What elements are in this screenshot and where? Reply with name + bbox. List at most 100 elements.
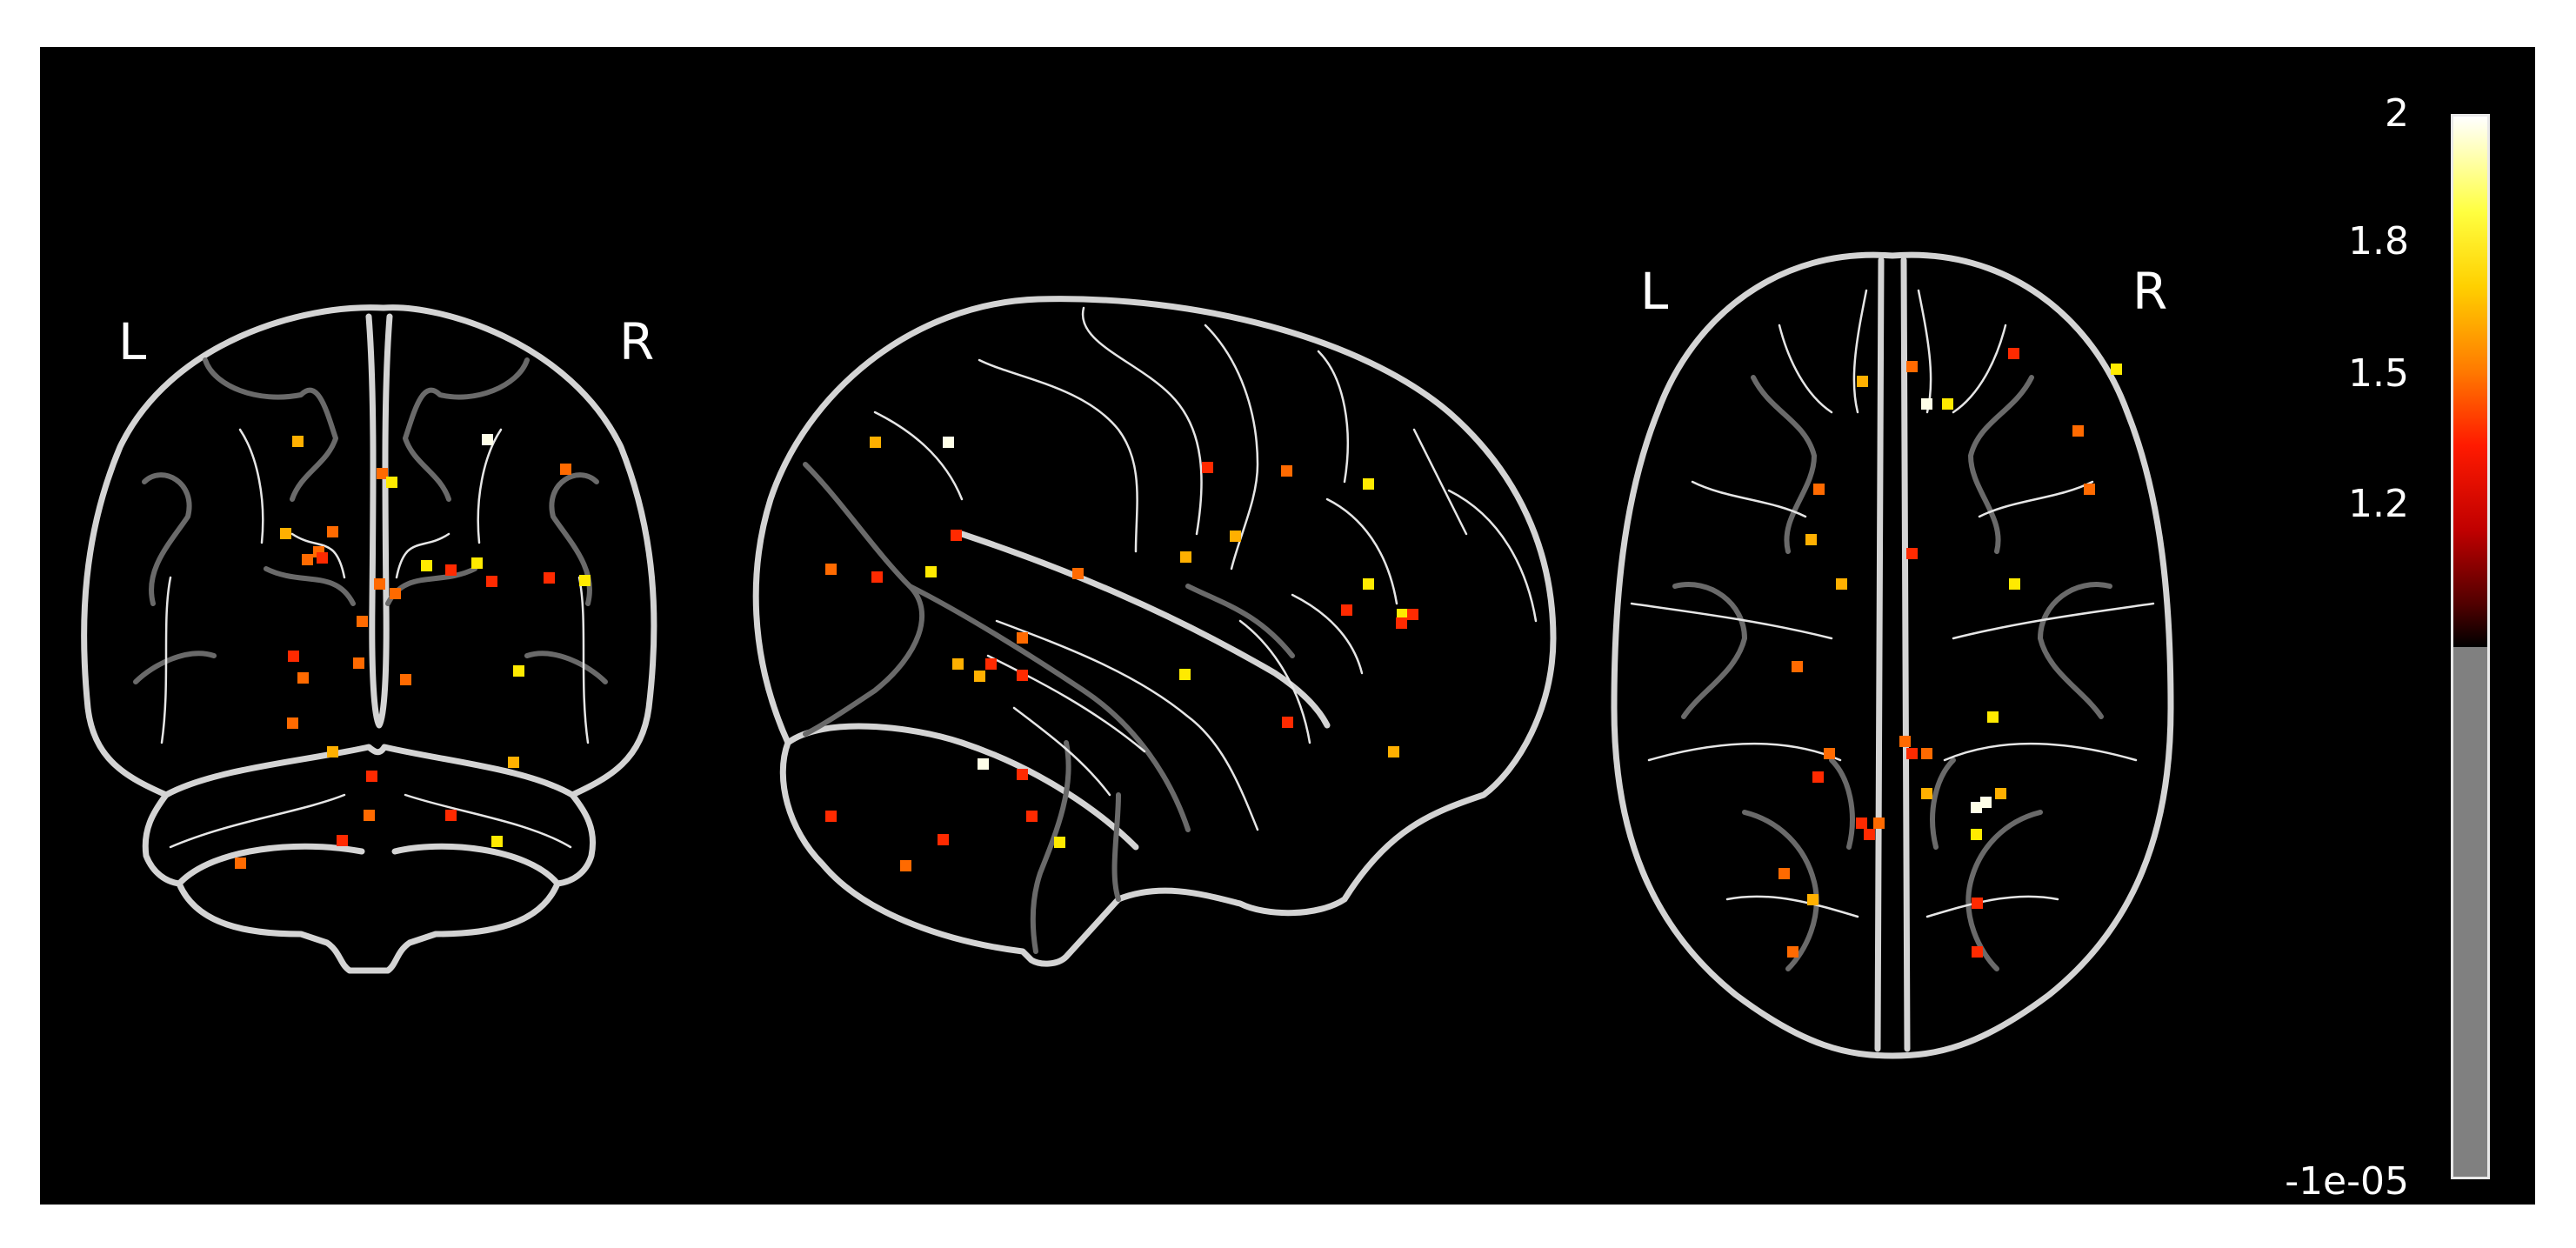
glass-brain-views: [81, 251, 2174, 1059]
activation-voxel: [421, 560, 432, 571]
activation-voxel: [2008, 348, 2019, 359]
activation-voxel: [1971, 802, 1982, 813]
activation-voxel: [1906, 361, 1918, 372]
activation-voxel: [1972, 946, 1983, 958]
activation-voxel: [445, 810, 457, 821]
colorbar-tick-1-2: 1.2: [2348, 482, 2409, 526]
activation-voxel: [1921, 788, 1932, 799]
activation-voxel: [1971, 829, 1982, 840]
activation-voxel: [491, 836, 503, 847]
colorbar: [2451, 114, 2490, 1179]
activation-voxel: [1787, 946, 1799, 958]
coronal-left-label: L: [118, 312, 147, 371]
activation-voxel: [337, 835, 348, 846]
axial-left-label: L: [1640, 262, 1669, 321]
activation-voxel: [985, 658, 997, 670]
coronal-view: [81, 304, 657, 974]
activation-voxel: [870, 437, 881, 448]
axial-view: [1611, 251, 2174, 1059]
activation-voxel: [1921, 398, 1932, 410]
activation-voxel: [825, 564, 837, 575]
activation-voxel: [288, 651, 299, 662]
activation-voxel: [374, 578, 385, 590]
activation-voxel: [1341, 604, 1352, 616]
activation-voxel: [364, 810, 375, 821]
activation-voxel: [1813, 484, 1825, 495]
activation-voxel: [1779, 868, 1790, 879]
colorbar-gradient: [2453, 117, 2487, 647]
glass-brain-figure: L R L R 2 1.8 1.5 1.2 -1e-05: [40, 47, 2535, 1205]
activation-voxel: [1836, 578, 1847, 590]
activation-voxel: [2009, 578, 2020, 590]
activation-voxel: [1906, 548, 1918, 559]
activation-voxel: [1407, 609, 1418, 620]
activation-voxel: [297, 672, 309, 684]
activation-voxel: [952, 658, 964, 670]
activation-voxel: [978, 758, 989, 770]
activation-voxel: [943, 437, 954, 448]
activation-voxels: [235, 348, 2122, 958]
activation-voxel: [280, 528, 291, 539]
activation-voxel: [1230, 531, 1241, 542]
activation-voxel: [825, 811, 837, 822]
activation-voxel: [1363, 478, 1374, 490]
activation-voxel: [2072, 425, 2084, 437]
activation-voxel: [287, 717, 298, 729]
activation-voxel: [871, 571, 883, 583]
activation-voxel: [1202, 462, 1213, 473]
activation-voxel: [327, 526, 338, 537]
activation-voxel: [1972, 898, 1983, 909]
axial-midline: [1874, 257, 1911, 1052]
activation-voxel: [400, 674, 411, 685]
activation-voxel: [302, 554, 313, 565]
activation-voxel: [1363, 578, 1374, 590]
coronal-cerebellum: [163, 744, 576, 798]
activation-voxel: [2084, 484, 2095, 495]
activation-voxel: [471, 557, 483, 569]
activation-voxel: [1873, 818, 1885, 829]
activation-voxel: [1857, 376, 1868, 387]
coronal-midline: [365, 313, 393, 729]
activation-voxel: [1805, 534, 1817, 545]
activation-voxel: [1282, 717, 1293, 728]
activation-voxel: [482, 434, 493, 445]
activation-voxel: [1906, 748, 1918, 759]
activation-voxel: [1824, 748, 1835, 759]
colorbar-tick-2: 2: [2385, 91, 2409, 136]
activation-voxel: [386, 477, 397, 488]
activation-voxel: [1179, 669, 1191, 680]
activation-voxel: [925, 566, 937, 577]
activation-voxel: [900, 860, 911, 871]
activation-voxel: [1921, 748, 1932, 759]
activation-voxel: [377, 468, 388, 479]
activation-voxel: [353, 657, 364, 669]
activation-voxel: [544, 572, 555, 584]
activation-voxel: [1072, 568, 1084, 579]
activation-voxel: [1980, 797, 1992, 808]
activation-voxel: [366, 771, 377, 782]
activation-voxel: [1807, 894, 1819, 905]
activation-voxel: [445, 564, 457, 576]
activation-voxel: [1792, 661, 1803, 672]
coronal-brain-outline: [81, 304, 657, 974]
colorbar-below-threshold: [2453, 646, 2487, 1177]
activation-voxel: [235, 858, 246, 869]
colorbar-tick-min: -1e-05: [2285, 1159, 2409, 1204]
activation-voxel: [1397, 609, 1408, 620]
activation-voxel: [1054, 837, 1065, 848]
activation-voxel: [508, 757, 519, 768]
axial-brain-outline: [1611, 251, 2174, 1059]
activation-voxel: [579, 575, 591, 586]
activation-voxel: [1987, 711, 1999, 723]
activation-voxel: [1942, 398, 1953, 410]
activation-voxel: [1017, 670, 1028, 681]
activation-voxel: [1017, 769, 1028, 780]
activation-voxel: [357, 616, 368, 627]
activation-voxel: [486, 576, 497, 587]
activation-voxel: [560, 464, 571, 475]
activation-voxel: [951, 530, 962, 541]
activation-voxel: [1899, 736, 1911, 747]
colorbar-tick-1-8: 1.8: [2348, 219, 2409, 264]
activation-voxel: [513, 665, 524, 677]
activation-voxel: [1388, 746, 1399, 757]
